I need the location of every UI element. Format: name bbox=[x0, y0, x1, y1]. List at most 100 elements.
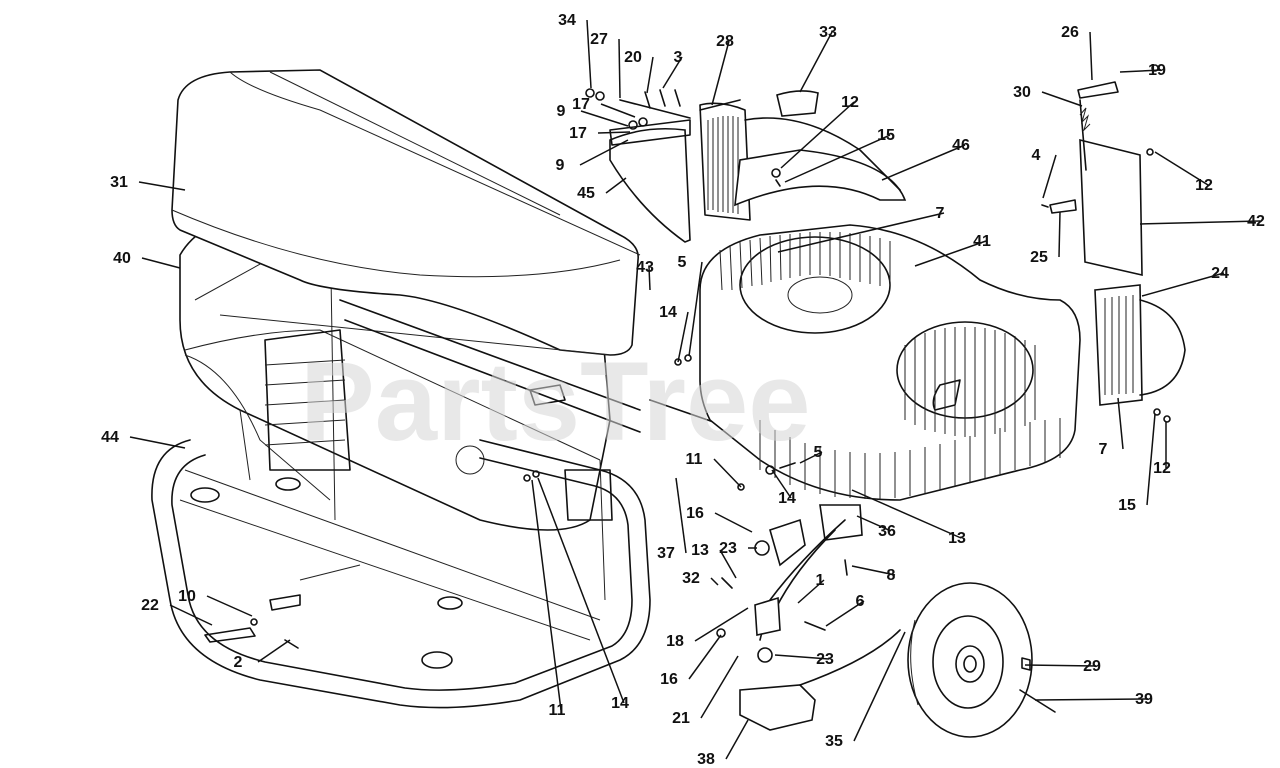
callout-12c: 12 bbox=[1153, 460, 1171, 477]
callout-12b: 12 bbox=[1195, 177, 1213, 194]
callout-leader-27 bbox=[618, 38, 621, 99]
callout-13b: 13 bbox=[691, 542, 709, 559]
callout-leader-16a bbox=[714, 512, 753, 533]
callout-24: 24 bbox=[1211, 265, 1229, 282]
callout-44: 44 bbox=[101, 429, 119, 446]
callout-leader-44 bbox=[129, 436, 186, 449]
callout-leader-6 bbox=[825, 600, 865, 627]
callout-leader-8 bbox=[851, 565, 896, 576]
callout-12a: 12 bbox=[841, 94, 859, 111]
hardware bbox=[204, 64, 1171, 649]
callout-leader-17a bbox=[600, 103, 636, 118]
callout-16b: 16 bbox=[660, 671, 678, 688]
callout-33: 33 bbox=[819, 24, 837, 41]
callout-leader-14b bbox=[771, 469, 792, 499]
callout-15b: 15 bbox=[1118, 497, 1136, 514]
callout-29: 29 bbox=[1083, 658, 1101, 675]
callout-leader-10 bbox=[206, 595, 253, 617]
callout-leader-15a bbox=[784, 134, 891, 183]
chute-shroud bbox=[609, 99, 751, 243]
callout-leader-26 bbox=[1089, 31, 1093, 81]
wheel bbox=[907, 582, 1056, 738]
callout-leader-9a bbox=[580, 110, 629, 127]
callout-leader-23b bbox=[774, 654, 830, 660]
callout-5b: 5 bbox=[814, 444, 823, 461]
callout-leader-3 bbox=[662, 56, 683, 89]
callout-leader-12b bbox=[1154, 151, 1209, 186]
callout-34: 34 bbox=[558, 12, 576, 29]
callout-42: 42 bbox=[1247, 213, 1265, 230]
callout-leader-14a bbox=[677, 311, 689, 363]
callout-leader-13a bbox=[851, 489, 962, 539]
callout-23a: 23 bbox=[719, 540, 737, 557]
callout-39: 39 bbox=[1135, 691, 1153, 708]
callout-leader-37 bbox=[675, 477, 687, 554]
callout-32: 32 bbox=[682, 570, 700, 587]
callout-leader-7b bbox=[1117, 397, 1124, 450]
watermark: PartsTree bbox=[300, 339, 811, 464]
callout-leader-17b bbox=[597, 131, 631, 134]
callout-leader-25 bbox=[1058, 211, 1061, 258]
callout-leader-20 bbox=[646, 56, 654, 94]
frame-assembly bbox=[151, 439, 651, 709]
callout-7a: 7 bbox=[936, 205, 945, 222]
callout-17b: 17 bbox=[569, 125, 587, 142]
callout-7b: 7 bbox=[1099, 441, 1108, 458]
callout-17a: 17 bbox=[572, 96, 590, 113]
callout-30: 30 bbox=[1013, 84, 1031, 101]
callout-leader-31 bbox=[138, 181, 186, 191]
callout-leader-11a bbox=[713, 458, 742, 488]
callout-41: 41 bbox=[973, 233, 991, 250]
callout-2: 2 bbox=[234, 654, 243, 671]
callout-leader-24 bbox=[1141, 272, 1225, 297]
callout-38: 38 bbox=[697, 751, 715, 768]
callout-leader-33 bbox=[799, 31, 833, 93]
callout-27: 27 bbox=[590, 31, 608, 48]
callout-35: 35 bbox=[825, 733, 843, 750]
callout-21: 21 bbox=[672, 710, 690, 727]
callout-leader-40 bbox=[141, 257, 181, 269]
callout-14a: 14 bbox=[659, 304, 677, 321]
callout-26: 26 bbox=[1061, 24, 1079, 41]
callout-leader-46 bbox=[881, 144, 966, 181]
callout-leader-45 bbox=[605, 177, 627, 194]
hood-cover bbox=[171, 69, 641, 356]
callout-leader-30 bbox=[1041, 91, 1083, 107]
callout-40: 40 bbox=[113, 250, 131, 267]
callout-leader-13b bbox=[719, 549, 737, 579]
callout-leader-28 bbox=[711, 40, 730, 106]
callout-leader-21 bbox=[700, 655, 739, 719]
callout-leader-7a bbox=[777, 212, 945, 253]
callout-1: 1 bbox=[816, 572, 825, 589]
callout-5a: 5 bbox=[678, 254, 687, 271]
mower-deck bbox=[699, 224, 1081, 501]
callout-leader-32 bbox=[710, 577, 719, 586]
callout-28: 28 bbox=[716, 33, 734, 50]
callout-leader-16b bbox=[688, 634, 722, 680]
callout-13a: 13 bbox=[948, 530, 966, 547]
callout-14c: 14 bbox=[611, 695, 629, 712]
callout-leader-38 bbox=[725, 719, 749, 760]
callout-leader-18 bbox=[694, 607, 749, 642]
callout-45: 45 bbox=[577, 185, 595, 202]
callout-19: 19 bbox=[1148, 62, 1166, 79]
caster-assembly bbox=[739, 504, 901, 731]
callout-22: 22 bbox=[141, 597, 159, 614]
callout-leader-34 bbox=[586, 19, 592, 89]
deflector-46 bbox=[734, 90, 907, 207]
callout-14b: 14 bbox=[778, 490, 796, 507]
side-bracket bbox=[1049, 81, 1186, 406]
callout-9a: 9 bbox=[557, 103, 566, 120]
callout-15a: 15 bbox=[877, 127, 895, 144]
callout-8: 8 bbox=[887, 567, 896, 584]
callout-leader-2 bbox=[257, 639, 291, 663]
callout-43: 43 bbox=[636, 259, 654, 276]
callout-10: 10 bbox=[178, 588, 196, 605]
callout-25: 25 bbox=[1030, 249, 1048, 266]
callout-16a: 16 bbox=[686, 505, 704, 522]
callout-37: 37 bbox=[657, 545, 675, 562]
callout-31: 31 bbox=[110, 174, 128, 191]
callout-leader-15b bbox=[1146, 413, 1156, 506]
